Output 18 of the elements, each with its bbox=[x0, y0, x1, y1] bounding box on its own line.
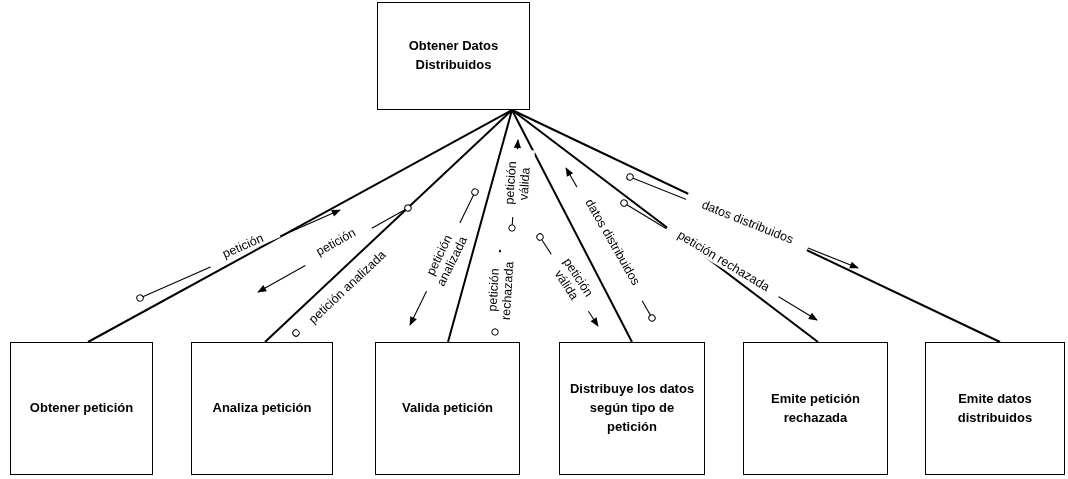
module-box bbox=[375, 342, 520, 475]
module-box bbox=[559, 342, 705, 475]
connector-line bbox=[511, 109, 633, 343]
module-name: Analiza petición bbox=[212, 399, 312, 418]
module-box bbox=[925, 342, 1065, 475]
module-name: Emite petición rechazada bbox=[770, 389, 861, 427]
module-name: Valida petición bbox=[402, 399, 493, 418]
module-name: Obtener Datos Distribuidos bbox=[407, 37, 500, 74]
module-box bbox=[191, 342, 333, 475]
module-box bbox=[743, 342, 888, 475]
connector-line bbox=[447, 109, 513, 343]
module-name: Distribuye los datos según tipo de petición bbox=[568, 380, 696, 436]
module-box bbox=[377, 2, 530, 110]
module-box bbox=[10, 342, 153, 475]
connector-line bbox=[264, 109, 513, 343]
module-name: Emite datos distribuidos bbox=[956, 389, 1034, 427]
module-name: Obtener petición bbox=[29, 399, 134, 418]
connector-line bbox=[87, 109, 513, 343]
